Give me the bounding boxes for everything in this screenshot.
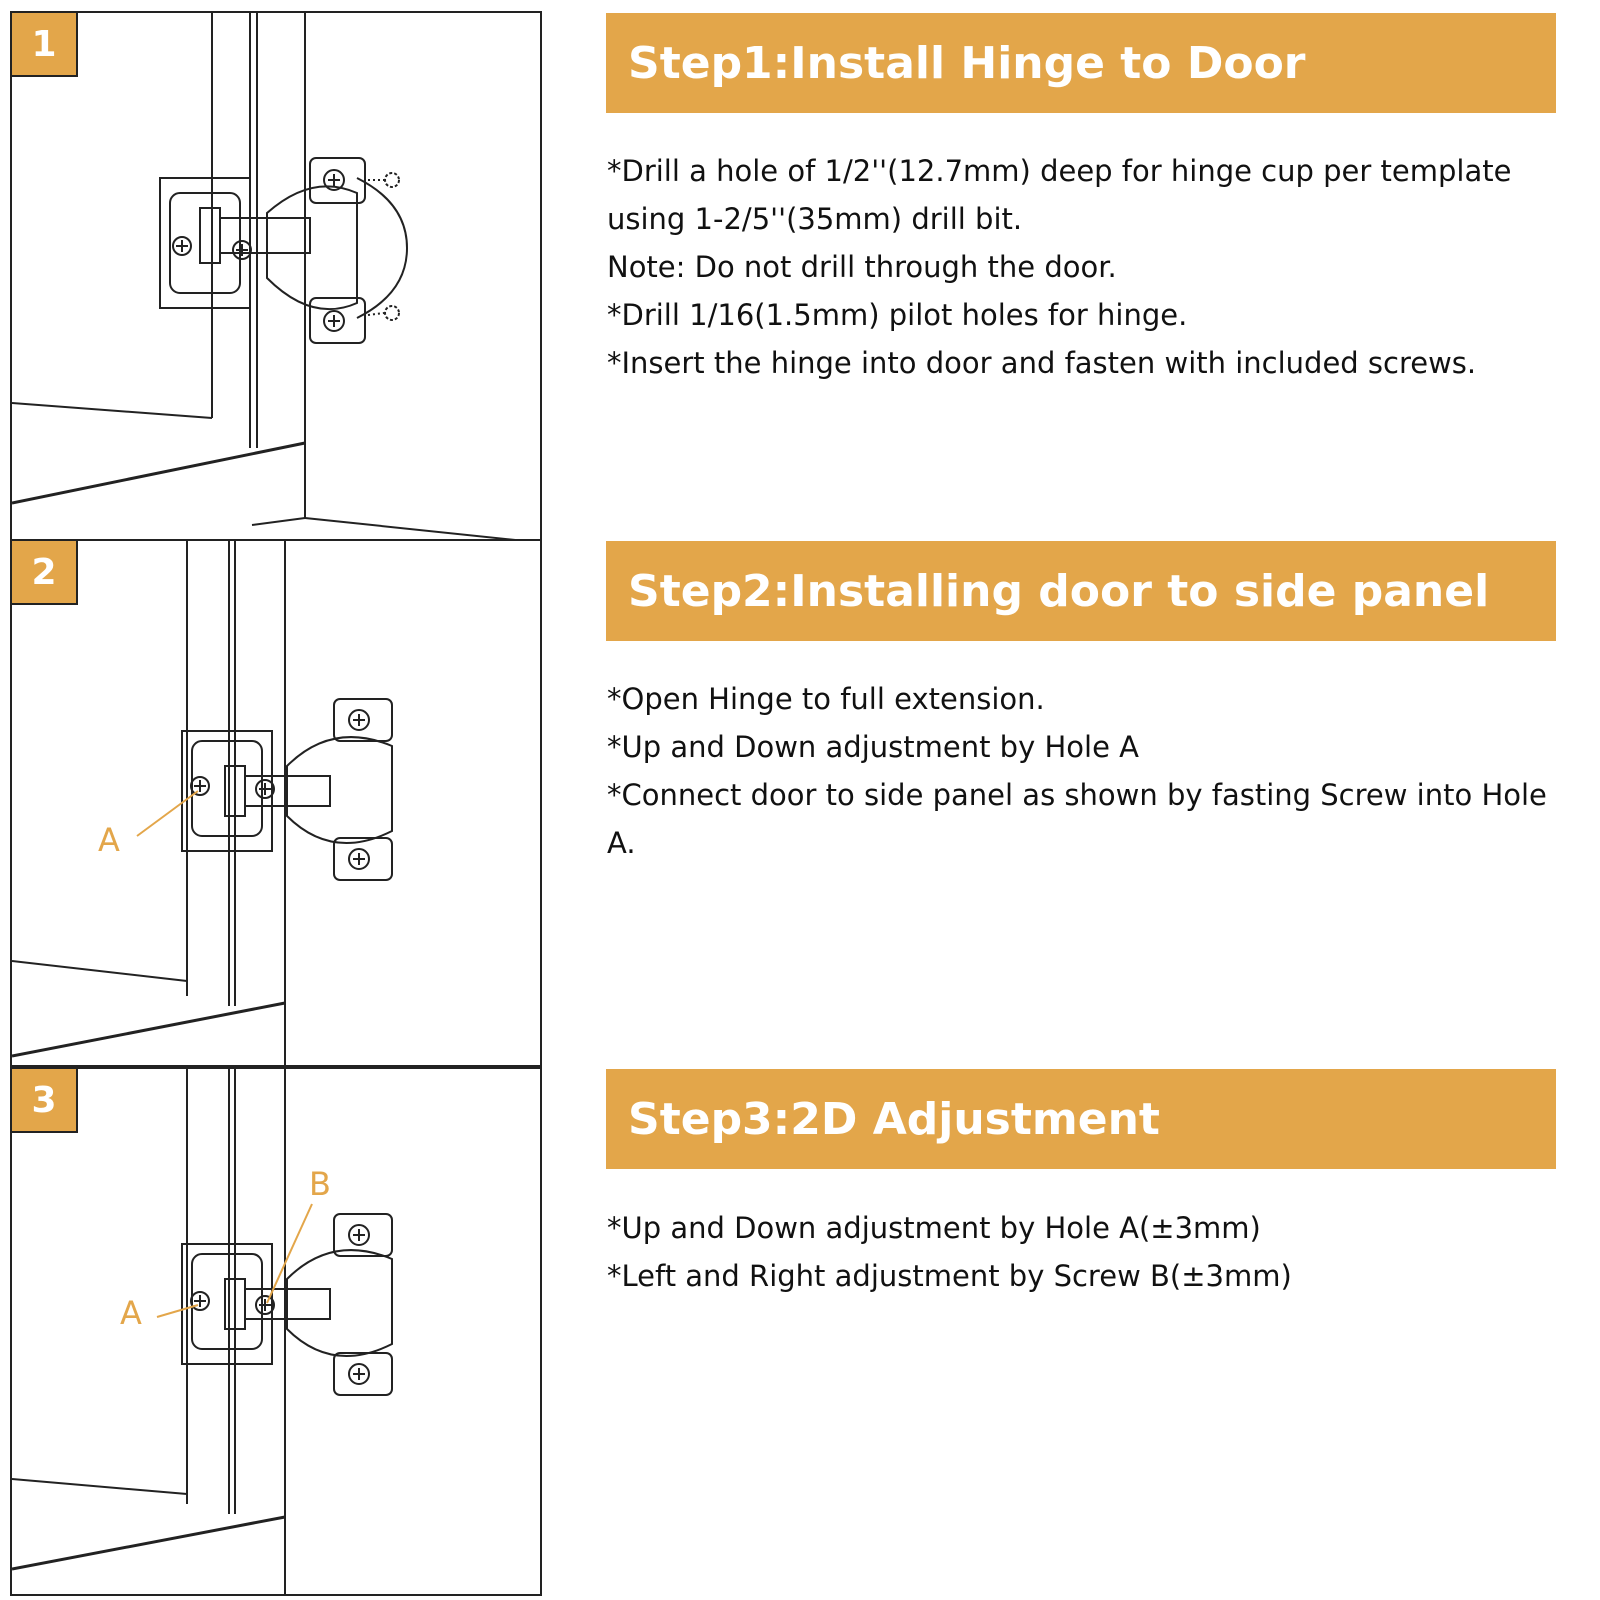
instruction-line: *Up and Down adjustment by Hole A(±3mm) <box>607 1211 1261 1245</box>
door-side-panel-illustration <box>12 541 393 1065</box>
step-1-badge: 1 <box>12 13 78 77</box>
step-2-illustration: 2 A <box>10 539 542 1067</box>
hinge-door-illustration <box>12 13 516 539</box>
instruction-line: *Drill 1/16(1.5mm) pilot holes for hinge… <box>607 298 1188 332</box>
step-3-instructions: *Up and Down adjustment by Hole A(±3mm) … <box>607 1204 1567 1300</box>
step-3-title: Step3:2D Adjustment <box>606 1069 1556 1169</box>
step-2-badge: 2 <box>12 541 78 605</box>
instruction-line: *Left and Right adjustment by Screw B(±3… <box>607 1259 1292 1293</box>
step-3-badge: 3 <box>12 1069 78 1133</box>
2d-adjustment-illustration <box>12 1069 393 1594</box>
step-1-instructions: *Drill a hole of 1/2''(12.7mm) deep for … <box>607 147 1567 387</box>
hole-a-callout: A <box>98 821 120 859</box>
step-2-title: Step2:Installing door to side panel <box>606 541 1556 641</box>
instruction-line: *Drill a hole of 1/2''(12.7mm) deep for … <box>607 154 1512 236</box>
instruction-line: *Insert the hinge into door and fasten w… <box>607 346 1477 380</box>
screw-b-callout: B <box>309 1165 331 1203</box>
step-2-instructions: *Open Hinge to full extension. *Up and D… <box>607 675 1567 867</box>
step-1-illustration: 1 <box>10 11 542 541</box>
hole-a-callout: A <box>120 1294 142 1332</box>
instruction-line: *Open Hinge to full extension. <box>607 682 1045 716</box>
instruction-line: *Connect door to side panel as shown by … <box>607 778 1547 860</box>
step-1-title: Step1:Install Hinge to Door <box>606 13 1556 113</box>
step-3-illustration: 3 A B <box>10 1067 542 1596</box>
instruction-line: Note: Do not drill through the door. <box>607 250 1117 284</box>
instruction-line: *Up and Down adjustment by Hole A <box>607 730 1139 764</box>
